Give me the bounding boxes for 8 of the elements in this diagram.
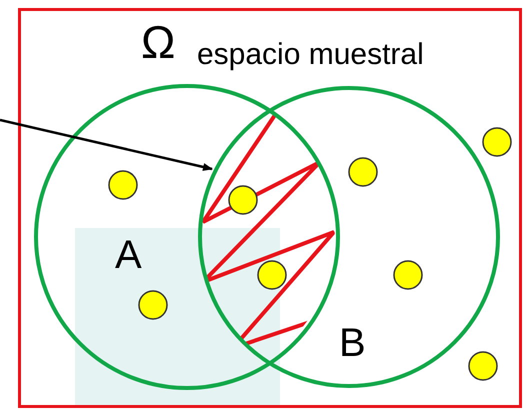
omega-symbol: Ω xyxy=(141,17,176,67)
arrow xyxy=(0,118,213,171)
set-circle xyxy=(34,84,340,390)
set-circle xyxy=(198,86,500,388)
heading-text: espacio muestral xyxy=(197,38,424,72)
set-label: A xyxy=(115,235,142,275)
set-label: B xyxy=(339,323,366,363)
sample-space-rectangle xyxy=(18,8,522,408)
